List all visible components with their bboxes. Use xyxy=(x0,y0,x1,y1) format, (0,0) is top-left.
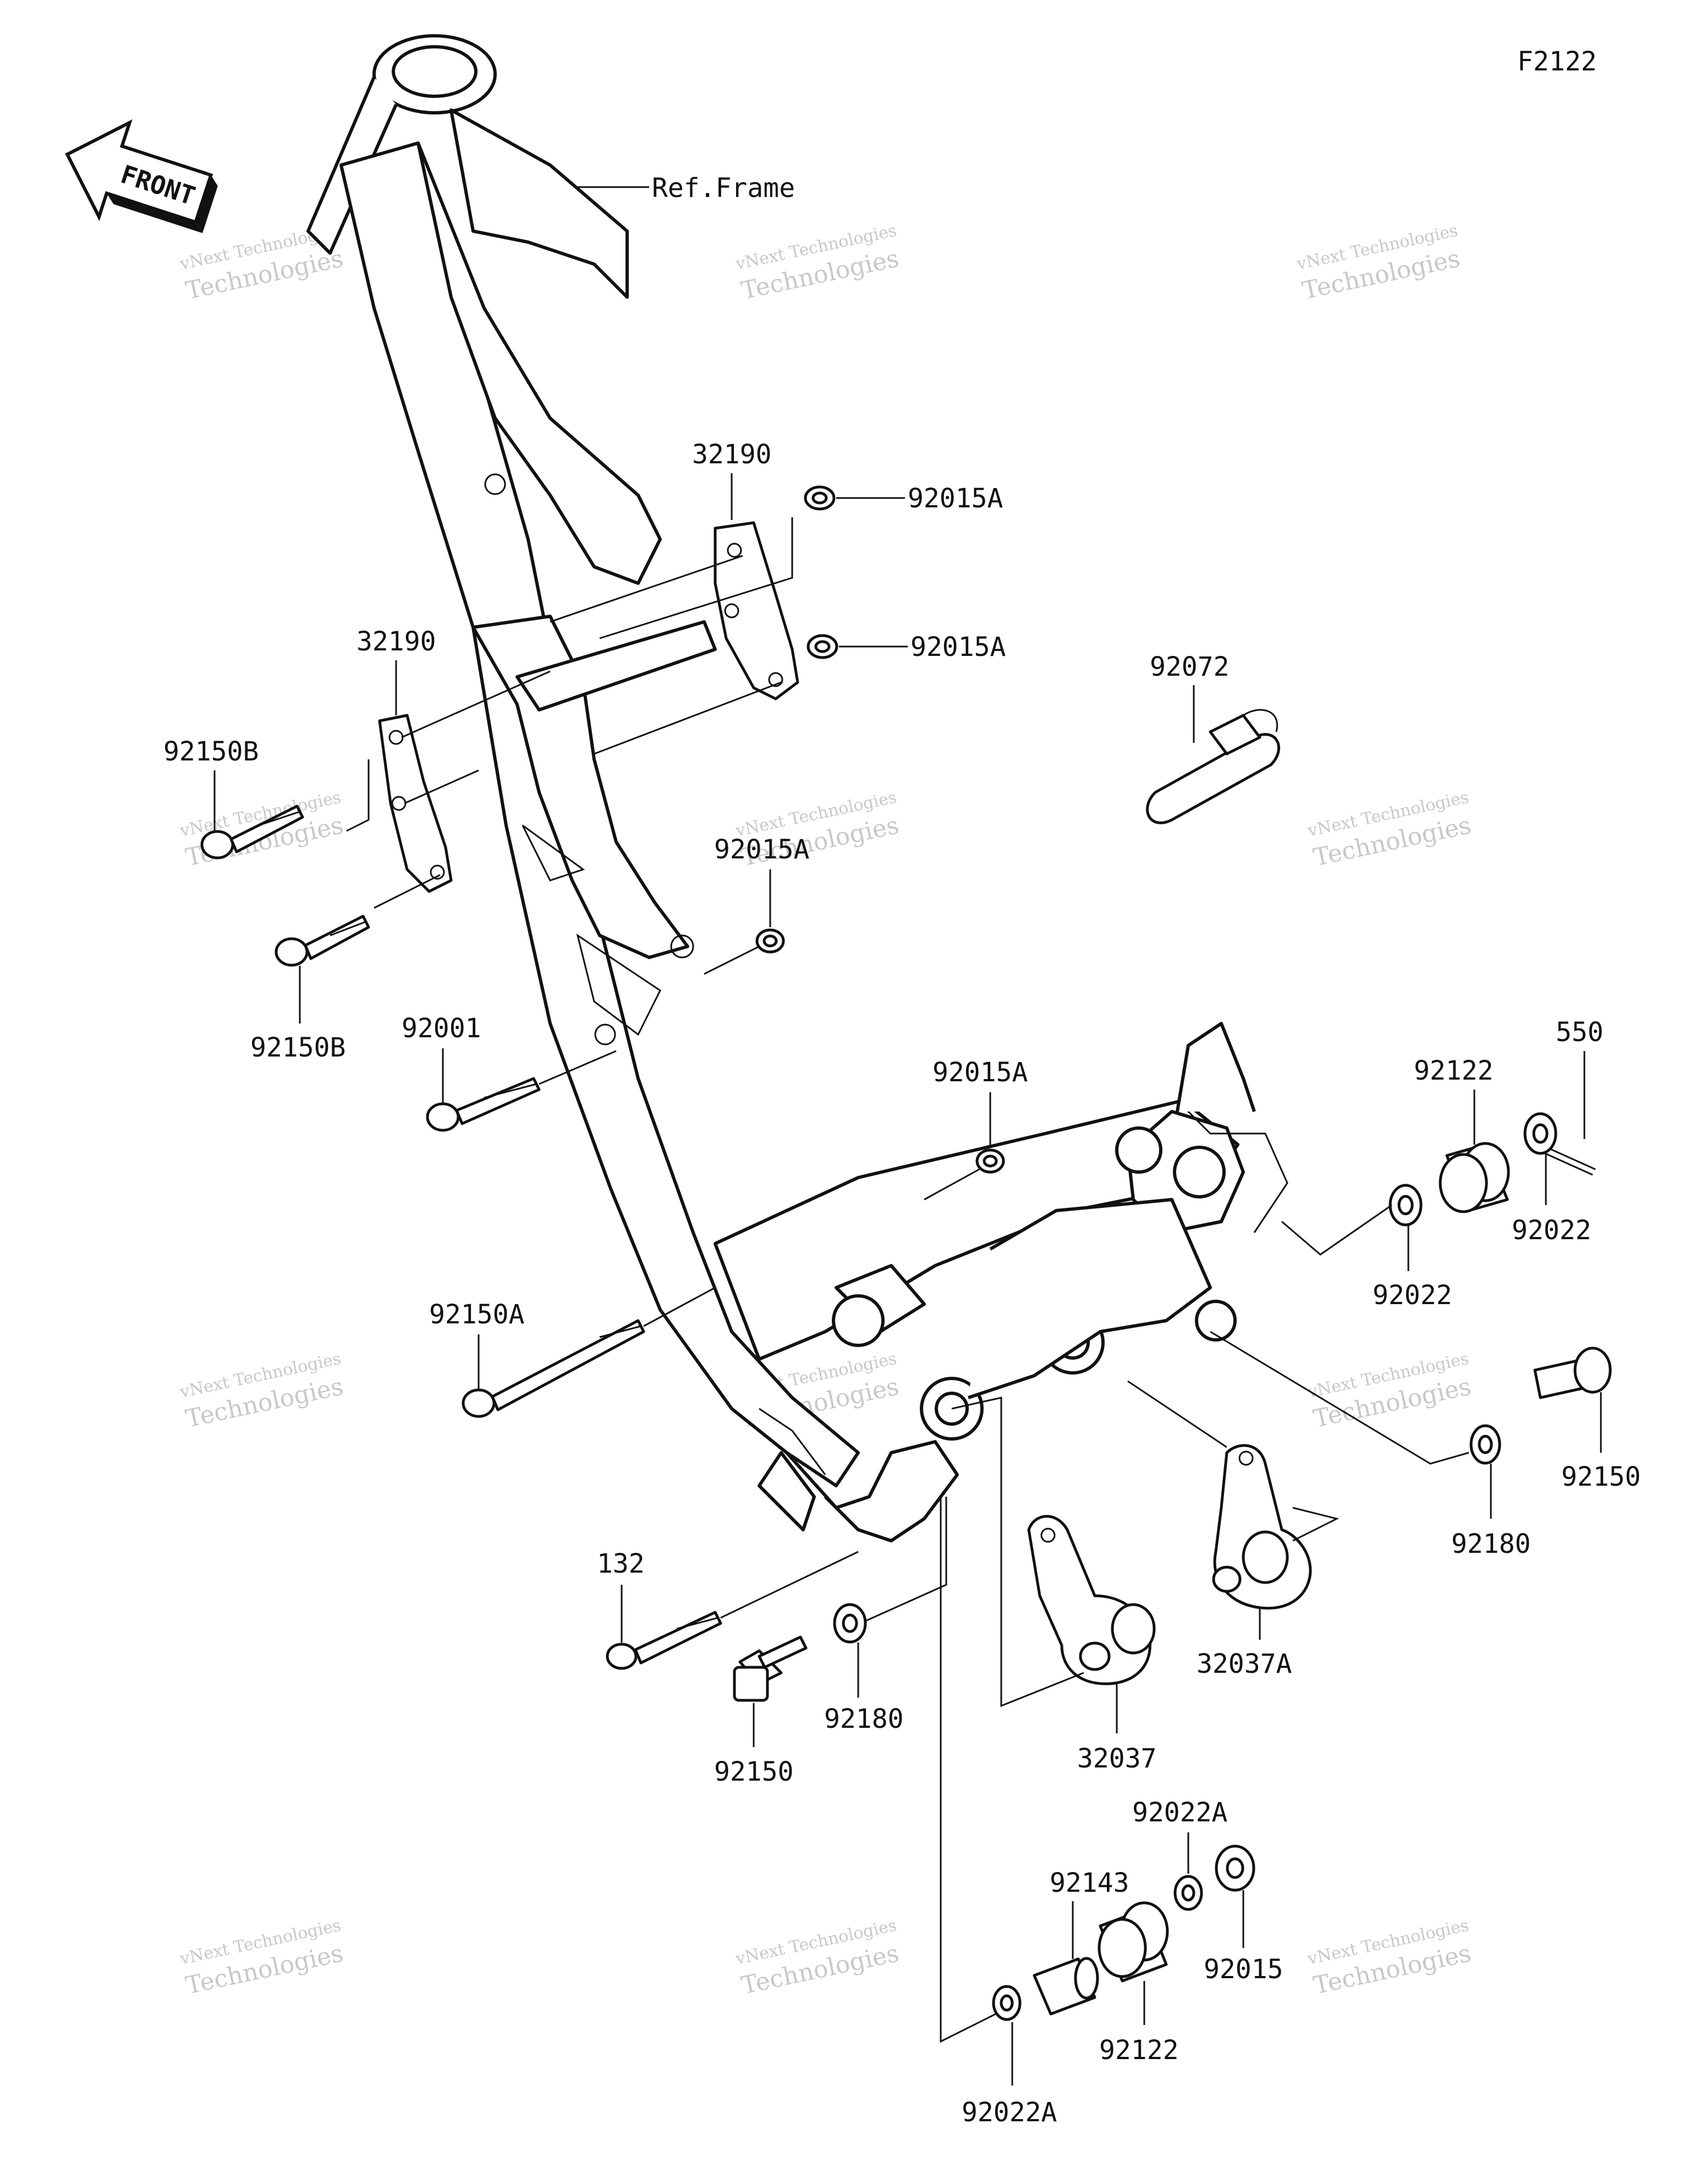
engine-mount-plate-lower xyxy=(378,714,453,893)
bolt-icon xyxy=(426,1077,541,1132)
part-label-92015: 92015 xyxy=(1204,1954,1283,1985)
nut-icon xyxy=(804,485,836,511)
washer-icon xyxy=(1173,1875,1203,1911)
washer-icon xyxy=(833,1603,867,1644)
part-label-92022: 92022 xyxy=(1512,1215,1592,1246)
collar-icon xyxy=(1098,1901,1169,1983)
bolt-icon xyxy=(1533,1346,1612,1399)
nut-icon xyxy=(1215,1844,1255,1892)
part-label-92015A: 92015A xyxy=(932,1057,1028,1088)
part-label-32190: 32190 xyxy=(356,626,436,657)
part-label-92122: 92122 xyxy=(1414,1055,1494,1086)
washer-icon xyxy=(1469,1424,1501,1465)
part-label-92015A: 92015A xyxy=(714,834,809,865)
part-label-92150: 92150 xyxy=(714,1756,794,1787)
part-label-32037: 32037 xyxy=(1077,1743,1157,1774)
part-label-132: 132 xyxy=(597,1548,645,1579)
washer-icon xyxy=(992,1985,1022,2021)
part-label-92150B: 92150B xyxy=(163,736,259,767)
bolt-icon xyxy=(733,1635,808,1702)
part-label-550: 550 xyxy=(1556,1017,1604,1048)
part-label-92180: 92180 xyxy=(824,1704,904,1734)
nut-icon xyxy=(806,634,838,659)
part-label-92072: 92072 xyxy=(1150,652,1230,682)
engine-bracket-32037A xyxy=(1212,1444,1312,1610)
part-label-92180: 92180 xyxy=(1451,1529,1531,1559)
bolt-icon xyxy=(606,1611,722,1670)
sleeve-icon xyxy=(1033,1957,1099,2016)
nut-icon xyxy=(975,1148,1005,1174)
nut-icon xyxy=(755,928,785,954)
bolt-icon xyxy=(200,804,304,860)
washer-icon xyxy=(1523,1112,1557,1155)
part-label-92022A: 92022A xyxy=(1132,1797,1227,1828)
part-label-92015A: 92015A xyxy=(908,483,1003,514)
bolt-icon xyxy=(462,1319,645,1418)
washer-icon xyxy=(1389,1184,1423,1227)
figure-code: F2122 xyxy=(1517,46,1597,77)
part-label-92015A: 92015A xyxy=(910,632,1006,663)
collar-icon xyxy=(1439,1142,1510,1213)
part-label-92150A: 92150A xyxy=(429,1299,524,1330)
part-label-32037A: 32037A xyxy=(1197,1649,1292,1679)
part-label-92150: 92150 xyxy=(1561,1462,1641,1492)
cable-clamp-icon xyxy=(1146,709,1280,824)
front-arrow-icon: FRONT xyxy=(65,119,218,233)
part-label-92022: 92022 xyxy=(1373,1280,1452,1311)
part-label-92022A: 92022A xyxy=(962,2097,1057,2128)
ref-frame-label: Ref.Frame xyxy=(652,173,795,204)
part-label-92001: 92001 xyxy=(402,1013,481,1044)
engine-bracket-32037 xyxy=(1027,1515,1156,1685)
part-label-92122: 92122 xyxy=(1099,2035,1179,2066)
part-label-92150B: 92150B xyxy=(250,1032,345,1063)
engine-mount-plate-upper xyxy=(714,521,799,700)
part-label-32190: 32190 xyxy=(692,439,772,470)
frame xyxy=(306,34,1288,1542)
bolt-icon xyxy=(275,915,370,967)
part-label-92143: 92143 xyxy=(1050,1868,1129,1898)
